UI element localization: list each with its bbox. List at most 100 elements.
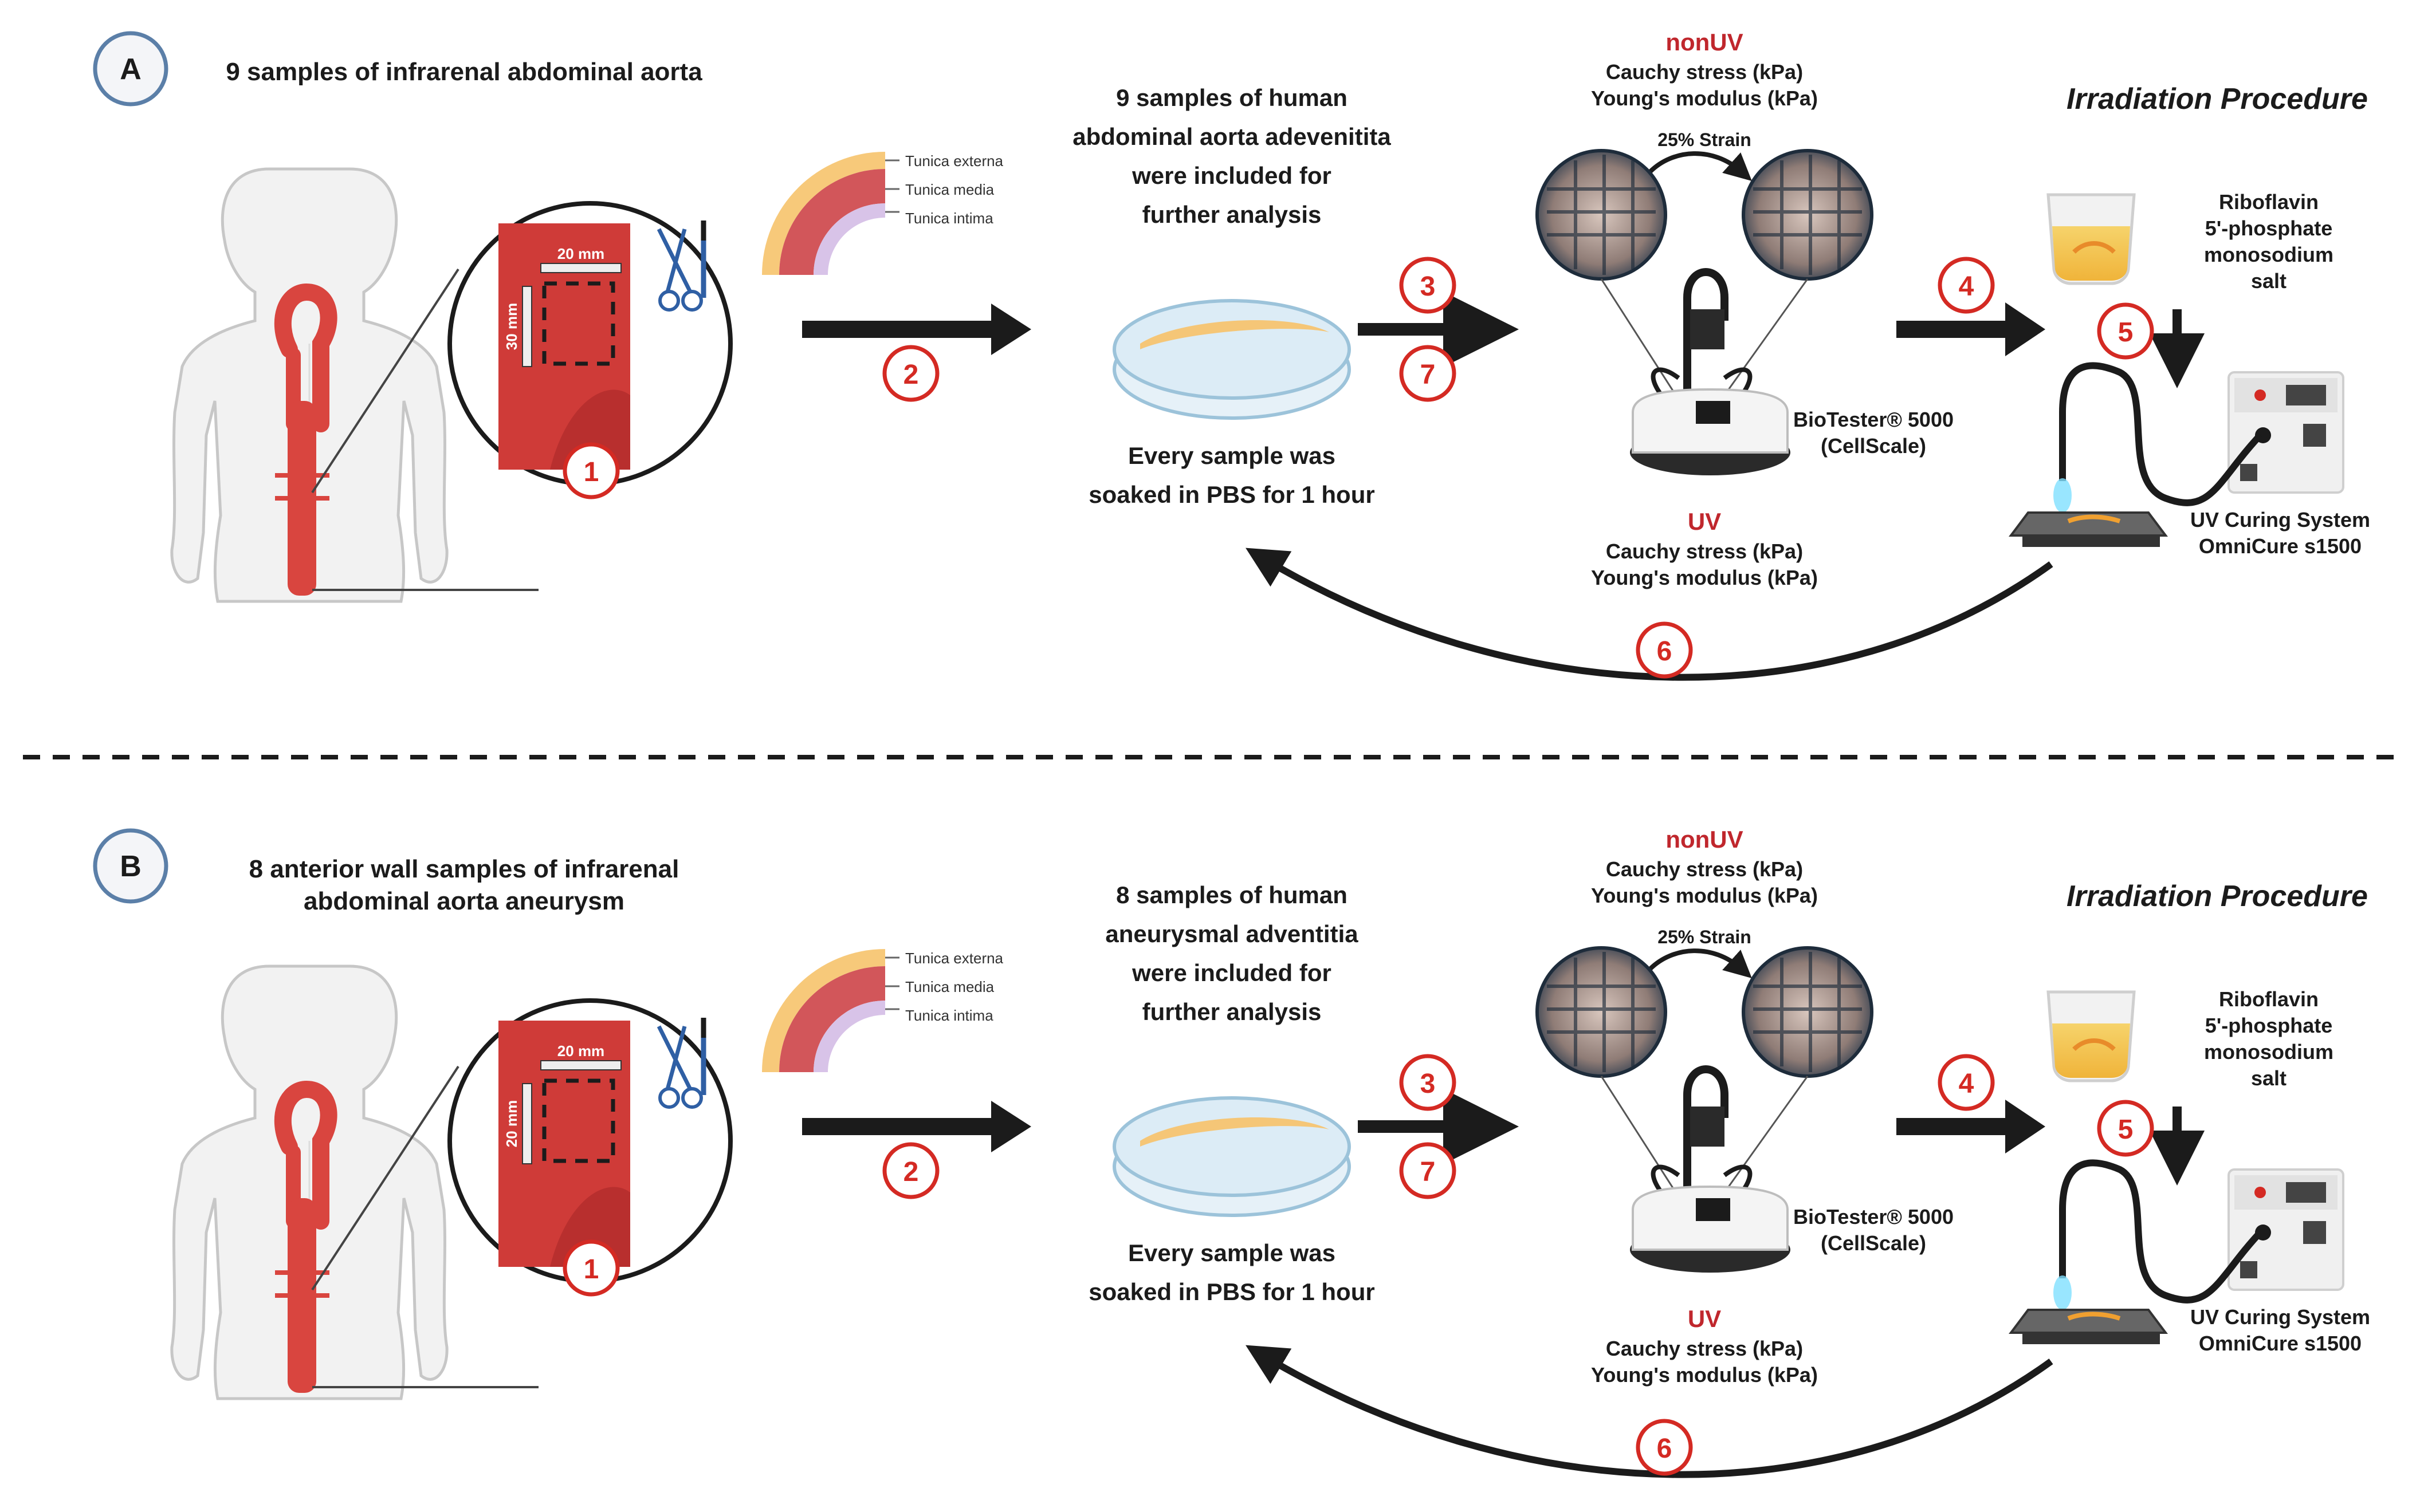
strain-label: 25% Strain bbox=[1657, 927, 1751, 947]
arrow-to-irradiation bbox=[1896, 302, 2045, 356]
step-marker-5: 5 bbox=[2097, 302, 2154, 360]
layer-label-media: Tunica media bbox=[905, 978, 995, 995]
sample-micrograph-icon bbox=[1535, 946, 1873, 1078]
svg-text:5: 5 bbox=[2118, 317, 2134, 348]
text-line: monosodium bbox=[2204, 243, 2333, 266]
scissors-icon bbox=[657, 228, 703, 312]
svg-text:1: 1 bbox=[584, 457, 599, 487]
text-line: abdominal aorta aneurysm bbox=[304, 887, 624, 915]
text-line: 9 samples of infrarenal abdominal aorta bbox=[226, 58, 702, 86]
text-line: Every sample was bbox=[1128, 442, 1335, 469]
step-marker-4: 4 bbox=[1938, 1054, 1995, 1111]
svg-text:3: 3 bbox=[1420, 271, 1436, 302]
svg-text:2: 2 bbox=[903, 1157, 919, 1187]
step-marker-3: 3 bbox=[1399, 1054, 1456, 1111]
device-label: BioTester® 5000(CellScale) bbox=[1793, 1205, 1954, 1255]
text-line: 5'-phosphate bbox=[2205, 1014, 2333, 1037]
layer-label-externa: Tunica externa bbox=[905, 152, 1004, 170]
biotester-device-icon bbox=[1600, 268, 1809, 475]
panel-badge bbox=[93, 828, 168, 904]
sample-micrograph-icon bbox=[1535, 149, 1873, 281]
text-line: Young's modulus (kPa) bbox=[1591, 1363, 1818, 1387]
nonuv-label: nonUV bbox=[1665, 29, 1743, 56]
text-line: 9 samples of human bbox=[1116, 84, 1348, 111]
svg-text:1: 1 bbox=[584, 1254, 599, 1285]
ruler-vertical-label: 30 mm bbox=[503, 303, 520, 350]
strain-arrow-icon bbox=[1648, 151, 1752, 182]
aorta-icon bbox=[274, 283, 337, 596]
text-line: Young's modulus (kPa) bbox=[1591, 566, 1818, 589]
arrow-to-irradiation bbox=[1896, 1100, 2045, 1153]
arrow-to-dish bbox=[802, 304, 1031, 355]
text-line: OmniCure s1500 bbox=[2199, 1332, 2362, 1355]
svg-text:5: 5 bbox=[2118, 1115, 2134, 1145]
beaker-icon bbox=[2046, 990, 2136, 1082]
text-line: salt bbox=[2251, 269, 2287, 293]
text-line: 5'-phosphate bbox=[2205, 216, 2333, 240]
text-line: Every sample was bbox=[1128, 1239, 1335, 1266]
text-line: Cauchy stress (kPa) bbox=[1606, 857, 1803, 881]
text-line: further analysis bbox=[1142, 998, 1322, 1025]
text-line: Young's modulus (kPa) bbox=[1591, 884, 1818, 907]
ruler-horizontal-label: 20 mm bbox=[557, 245, 604, 262]
step-marker-6: 6 bbox=[1636, 621, 1693, 679]
svg-text:4: 4 bbox=[1959, 271, 1974, 302]
device-label: BioTester® 5000 (CellScale) bbox=[1793, 408, 1954, 458]
soak-text: Every sample was soaked in PBS for 1 hour bbox=[1089, 1239, 1374, 1305]
step-marker-3: 3 bbox=[1399, 257, 1456, 314]
magnified-sample-icon bbox=[447, 998, 733, 1283]
step-marker-2: 2 bbox=[882, 345, 940, 402]
text-line: aneurysmal adventitia bbox=[1105, 920, 1358, 947]
ruler-vertical-label: 20 mm bbox=[503, 1100, 520, 1147]
text-line: Riboflavin bbox=[2219, 190, 2319, 214]
uv-lamp-icon bbox=[2059, 362, 2263, 506]
magnified-sample-icon bbox=[447, 201, 733, 486]
biotester-device-icon bbox=[1600, 1065, 1809, 1273]
step-marker-4: 4 bbox=[1938, 257, 1995, 314]
svg-text:2: 2 bbox=[903, 360, 919, 390]
strain-arrow-icon bbox=[1648, 948, 1752, 979]
text-line: monosodium bbox=[2204, 1040, 2333, 1064]
vessel-wall-layers-icon bbox=[762, 152, 899, 275]
text-line: soaked in PBS for 1 hour bbox=[1089, 481, 1374, 508]
uv-curing-system-icon bbox=[2228, 371, 2344, 494]
step-marker-1: 1 bbox=[563, 1239, 620, 1297]
text-line: (CellScale) bbox=[1821, 434, 1926, 458]
text-line: UV Curing System bbox=[2190, 1305, 2370, 1329]
ruler-horizontal-label: 20 mm bbox=[557, 1042, 604, 1060]
text-line: further analysis bbox=[1142, 201, 1322, 228]
panel-a: 20 mm 30 mm A 9 samples of infrarenal ab… bbox=[93, 29, 2370, 681]
svg-text:6: 6 bbox=[1657, 636, 1672, 667]
uv-measures: Cauchy stress (kPa) Young's modulus (kPa) bbox=[1591, 540, 1818, 589]
text-line: Cauchy stress (kPa) bbox=[1606, 1337, 1803, 1360]
text-line: Young's modulus (kPa) bbox=[1591, 86, 1818, 110]
text-line: BioTester® 5000 bbox=[1793, 408, 1954, 431]
text-line: salt bbox=[2251, 1066, 2287, 1090]
nonuv-measures: Cauchy stress (kPa) Young's modulus (kPa) bbox=[1591, 857, 1818, 907]
layer-label-intima: Tunica intima bbox=[905, 1007, 993, 1024]
text-line: Cauchy stress (kPa) bbox=[1606, 60, 1803, 84]
text-line: 8 samples of human bbox=[1116, 881, 1348, 908]
text-line: Cauchy stress (kPa) bbox=[1606, 540, 1803, 563]
scissors-icon bbox=[657, 1025, 703, 1109]
svg-text:7: 7 bbox=[1420, 360, 1436, 390]
text-line: soaked in PBS for 1 hour bbox=[1089, 1278, 1374, 1305]
nonuv-label: nonUV bbox=[1665, 826, 1743, 853]
arrow-to-dish bbox=[802, 1101, 1031, 1152]
text-line: were included for bbox=[1132, 959, 1331, 986]
strain-label: 25% Strain bbox=[1657, 129, 1751, 150]
step-marker-7: 7 bbox=[1399, 1142, 1456, 1199]
step-marker-5: 5 bbox=[2097, 1100, 2154, 1157]
step-marker-2: 2 bbox=[882, 1142, 940, 1199]
text-line: BioTester® 5000 bbox=[1793, 1205, 1954, 1228]
step-marker-6: 6 bbox=[1636, 1419, 1693, 1476]
text-line: abdominal aorta adevenitita bbox=[1072, 123, 1391, 150]
included-text: 9 samples of human abdominal aorta adeven… bbox=[1072, 84, 1391, 228]
nonuv-measures: Cauchy stress (kPa)Young's modulus (kPa) bbox=[1591, 60, 1818, 110]
panel-title: 9 samples of infrarenal abdominal aorta bbox=[226, 58, 702, 86]
